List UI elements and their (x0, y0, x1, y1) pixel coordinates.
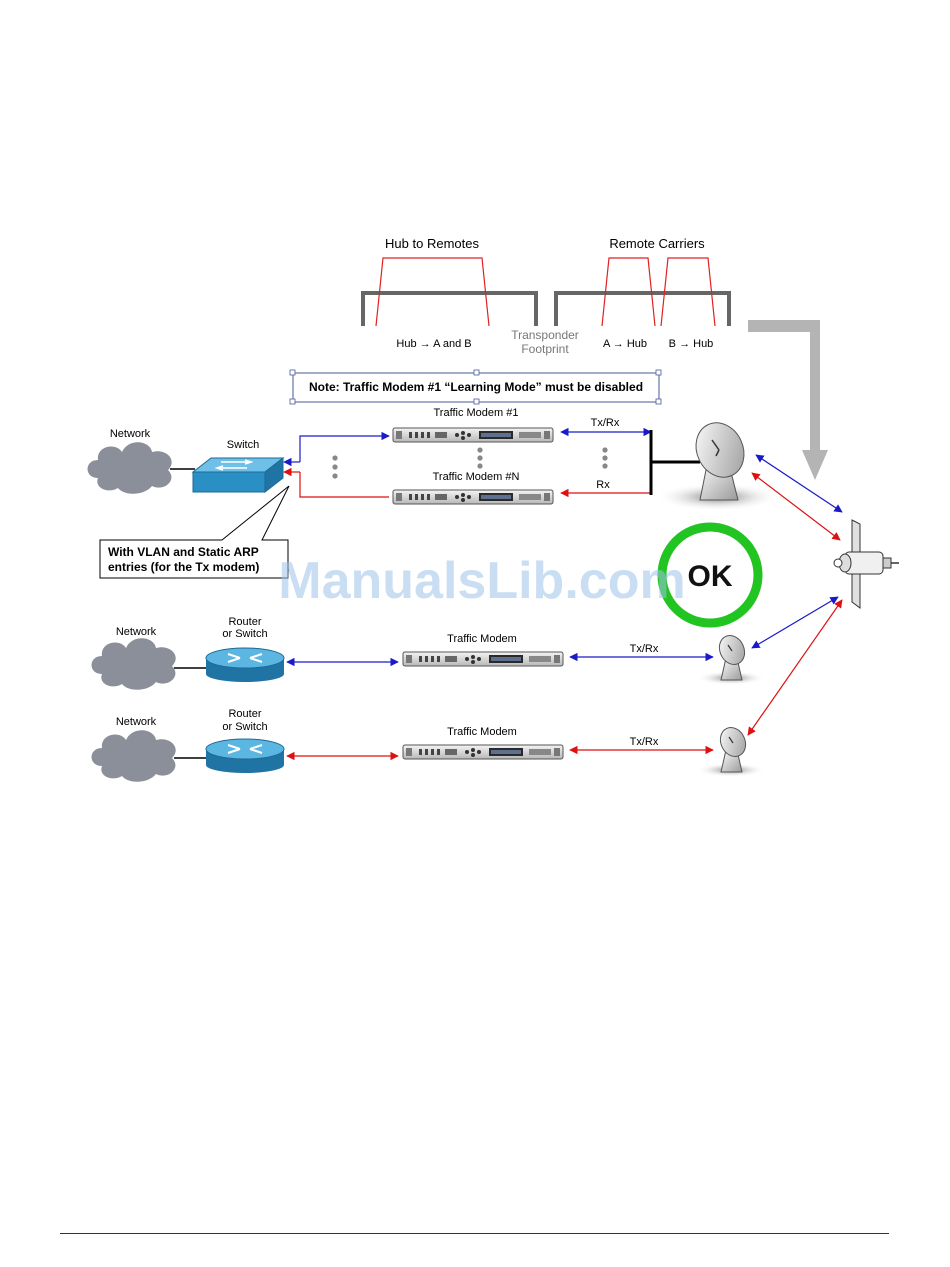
remote-site-a: Network Router or Switch Traffic Modem T… (91, 616, 765, 690)
remote-b-modem-label: Traffic Modem (447, 726, 517, 738)
a-to-hub-label: A → Hub (603, 338, 647, 350)
hub-dish-icon (656, 422, 780, 511)
traffic-modem-n-icon (392, 489, 554, 505)
remote-a-sat-link (751, 596, 839, 649)
remote-carrier-b (660, 257, 716, 327)
footprint-label: Footprint (521, 342, 569, 356)
remote-b-network-cloud-icon (91, 730, 176, 782)
remote-a-router-icon (205, 647, 285, 683)
remote-b-network-label: Network (116, 716, 157, 728)
remote-b-modem-icon (402, 744, 564, 760)
hub-site: Network Switch Traffic Modem #1 Traffic … (87, 407, 780, 579)
remote-b-router-label-1: Router (228, 708, 261, 720)
switch-icon (192, 457, 284, 493)
grey-pointer-arrow (748, 320, 828, 480)
hub-network-cloud-icon (87, 442, 172, 494)
watermark: ManualsLib.com (278, 552, 685, 610)
hub-txrx-label: Tx/Rx (591, 417, 620, 429)
transponder-spectrum: Hub to Remotes Remote Carriers Hub → A a… (361, 236, 731, 356)
remote-a-router-label-2: or Switch (222, 628, 267, 640)
hub-rx-label: Rx (596, 479, 610, 491)
callout-line-2: entries (for the Tx modem) (108, 560, 259, 574)
remote-b-router-icon (205, 738, 285, 774)
remote-a-network-label: Network (116, 626, 157, 638)
hub-network-label: Network (110, 428, 151, 440)
hub-tx-link (299, 431, 390, 462)
hub-sat-red-link (751, 472, 841, 541)
transponder-label: Transponder (511, 328, 579, 342)
remote-a-network-cloud-icon (91, 638, 176, 690)
remote-b-dish-icon (697, 726, 765, 777)
satellite-icon (833, 519, 899, 609)
hub-to-remotes-label: Hub to Remotes (385, 236, 479, 251)
remote-a-txrx-label: Tx/Rx (630, 643, 659, 655)
switch-label: Switch (227, 439, 259, 451)
traffic-modem-1-icon (392, 427, 554, 443)
vlan-arp-callout: With VLAN and Static ARP entries (for th… (99, 485, 290, 579)
callout-line-1: With VLAN and Static ARP (108, 545, 259, 559)
remote-a-modem-icon (402, 651, 564, 667)
remote-carriers-label: Remote Carriers (609, 236, 705, 251)
remote-carrier-a (601, 257, 656, 327)
remote-a-router-label-1: Router (228, 616, 261, 628)
traffic-modem-n-label: Traffic Modem #N (433, 471, 520, 483)
note-text: Note: Traffic Modem #1 “Learning Mode” m… (309, 380, 643, 394)
note-box: Note: Traffic Modem #1 “Learning Mode” m… (289, 369, 662, 405)
remote-site-b: Network Router or Switch Traffic Modem T… (91, 708, 765, 782)
hub-carrier (375, 257, 490, 327)
remote-a-dish-icon (697, 634, 765, 685)
ok-badge: OK (657, 522, 763, 628)
traffic-modem-1-label: Traffic Modem #1 (434, 407, 519, 419)
ellipsis-dots (332, 447, 608, 479)
b-to-hub-label: B → Hub (669, 338, 714, 350)
remote-b-router-label-2: or Switch (222, 721, 267, 733)
hub-to-ab-label: Hub → A and B (396, 338, 471, 350)
footer-rule (60, 1233, 889, 1234)
ok-text: OK (688, 560, 733, 593)
remote-b-txrx-label: Tx/Rx (630, 736, 659, 748)
hub-rx-link (299, 472, 389, 498)
remote-a-modem-label: Traffic Modem (447, 633, 517, 645)
remote-b-sat-link (747, 599, 843, 736)
